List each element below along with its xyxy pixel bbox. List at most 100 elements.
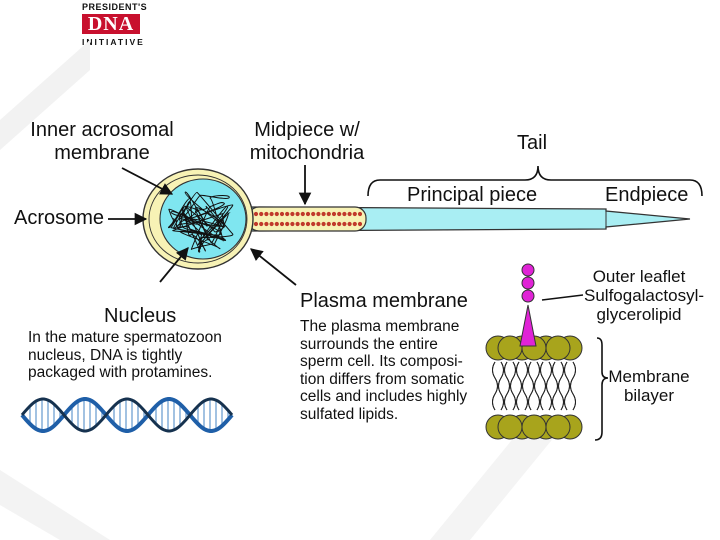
mitochondrion-dot	[295, 221, 300, 227]
label-line: glycerolipid	[596, 305, 682, 324]
mitochondrion-dot	[331, 221, 337, 227]
mitochondrion-dot	[342, 221, 347, 227]
mitochondrion-dot	[285, 211, 290, 217]
acrosome-label: Acrosome	[14, 207, 105, 229]
mitochondrion-dot	[331, 211, 337, 217]
lipid-tail	[498, 361, 504, 411]
mitochondrion-dot	[269, 221, 274, 227]
label-line: mitochondria	[249, 142, 365, 164]
chromatin	[167, 191, 234, 253]
lipid-tail	[516, 361, 522, 411]
lipid-tail	[546, 361, 552, 411]
plasma-membrane-description: The plasma membrane surrounds the entire…	[300, 318, 467, 423]
lipid-head-top	[545, 335, 571, 361]
mitochondrion-dot	[352, 211, 357, 217]
dna-double-helix	[20, 397, 234, 433]
bilayer-bracket	[594, 337, 609, 441]
lipid-tail	[510, 361, 516, 411]
lipid-tail	[570, 361, 576, 411]
tail-bracket	[367, 165, 703, 197]
watermark-shape	[0, 470, 110, 540]
lipid-head-bottom	[521, 414, 547, 440]
mitochondrion-dot	[326, 211, 331, 217]
label-line: Membrane	[608, 367, 690, 386]
mitochondrion-dot	[269, 211, 274, 217]
membrane-bilayer-graphic	[485, 263, 584, 440]
text-line: nucleus, DNA is tightly	[28, 346, 183, 364]
mitochondrion-dot	[352, 221, 357, 227]
membrane-bilayer-label: Membrane bilayer	[604, 367, 694, 405]
lipid-tail	[540, 361, 546, 411]
mitochondrion-dot	[337, 221, 342, 227]
mitochondrion-dot	[264, 211, 269, 217]
lipid-tail	[528, 361, 534, 411]
sugar-residue	[521, 263, 535, 277]
label-line: Sulfogalactosyl-	[584, 286, 705, 305]
mitochondria	[253, 211, 363, 227]
midpiece	[247, 206, 367, 232]
lipid-tail	[534, 361, 540, 411]
mitochondrion-dot	[311, 221, 316, 227]
label-line: membrane	[54, 142, 150, 164]
mitochondrion-dot	[347, 211, 352, 217]
lipid-tail	[570, 361, 576, 411]
sugar-residue	[521, 289, 535, 303]
mitochondrion-dot	[259, 221, 264, 227]
mitochondrion-dot	[321, 221, 326, 227]
lipid-tail	[516, 361, 522, 411]
outer-leaflet-pointer	[541, 294, 584, 301]
lipid-tail	[504, 361, 510, 411]
label-line: bilayer	[623, 386, 675, 405]
mitochondrion-dot	[300, 221, 305, 227]
mitochondrion-dot	[316, 221, 321, 227]
mitochondrion-dot	[321, 211, 326, 217]
mitochondrion-dot	[285, 221, 290, 227]
label-line: Outer leaflet	[592, 267, 686, 286]
logo-line-presidents: PRESIDENT'S	[82, 2, 148, 12]
mitochondrion-dot	[253, 221, 259, 227]
mitochondrion-dot	[290, 221, 295, 227]
mitochondrion-dot	[305, 211, 311, 217]
mitochondrion-dot	[279, 221, 285, 227]
logo-line-initiative: INITIATIVE	[82, 37, 145, 47]
mitochondrion-dot	[357, 211, 363, 217]
lipid-head-bottom	[497, 414, 523, 440]
mitochondrion-dot	[274, 211, 279, 217]
lipid-head-bottom	[545, 414, 571, 440]
lipid-tail	[492, 361, 498, 411]
nucleus-label: Nucleus	[104, 305, 177, 327]
lipid-tail	[498, 361, 504, 411]
nucleus-description: In the mature spermatozoon nucleus, DNA …	[28, 329, 222, 382]
watermark-shape	[430, 430, 560, 540]
label-line: Inner acrosomal	[30, 119, 174, 141]
lipid-tail	[564, 361, 570, 411]
plasma-membrane-label: Plasma membrane	[300, 290, 468, 312]
lipid-tail	[510, 361, 516, 411]
mitochondrion-dot	[290, 211, 295, 217]
lipid-tail	[564, 361, 570, 411]
text-line: cells and includes highly	[300, 388, 468, 405]
lipid-tail	[492, 361, 498, 411]
inner-acrosomal-membrane-label: Inner acrosomal membrane	[14, 119, 190, 165]
acrosome-membrane	[148, 174, 248, 264]
tail-label: Tail	[517, 132, 548, 154]
lipid-tail	[552, 361, 558, 411]
inner-acrosomal-arrow	[121, 167, 174, 195]
glycolipid-head	[519, 304, 537, 347]
lipid-tail	[558, 361, 564, 411]
lipid-tail	[522, 361, 528, 411]
lipid-tail	[504, 361, 510, 411]
mitochondrion-dot	[264, 221, 269, 227]
mitochondrion-dot	[274, 221, 279, 227]
text-line: The plasma membrane	[300, 318, 460, 335]
mitochondrion-dot	[259, 211, 264, 217]
mitochondrion-dot	[253, 211, 259, 217]
text-line: In the mature spermatozoon	[28, 329, 222, 346]
text-line: surrounds the entire	[300, 335, 438, 353]
lipid-tail	[540, 361, 546, 411]
mitochondrion-dot	[337, 211, 342, 217]
text-line: sperm cell. Its composi-	[300, 353, 463, 370]
mitochondrion-dot	[316, 211, 321, 217]
lipid-tail	[552, 361, 558, 411]
